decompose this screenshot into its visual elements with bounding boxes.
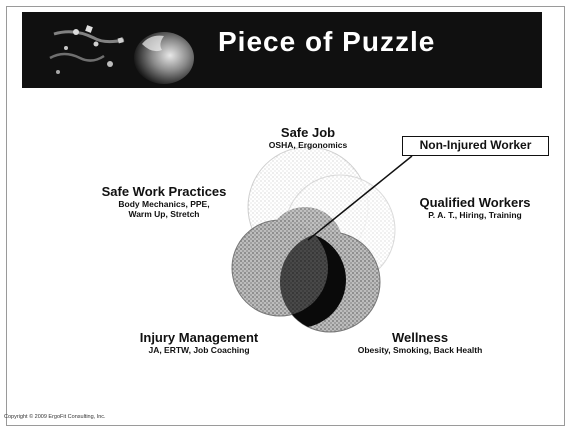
- label-wellness-sub: Obesity, Smoking, Back Health: [357, 345, 483, 355]
- label-safe-job-heading: Safe Job: [280, 125, 336, 140]
- label-safe-job-sub: OSHA, Ergonomics: [268, 140, 348, 150]
- label-swp-sub-2: Warm Up, Stretch: [128, 209, 200, 219]
- title-banner: Piece of Puzzle: [22, 12, 542, 88]
- slide-title: Piece of Puzzle: [218, 26, 436, 57]
- label-wellness: Wellness Obesity, Smoking, Back Health: [330, 330, 510, 355]
- label-swp-sub-1: Body Mechanics, PPE,: [118, 199, 210, 209]
- label-safe-job: Safe Job OSHA, Ergonomics: [256, 125, 360, 150]
- label-wellness-heading: Wellness: [391, 330, 449, 345]
- label-qw-sub: P. A. T., Hiring, Training: [428, 210, 522, 220]
- label-im-sub: JA, ERTW, Job Coaching: [148, 345, 250, 355]
- label-swp-heading: Safe Work Practices: [101, 184, 227, 199]
- label-qualified-workers: Qualified Workers P. A. T., Hiring, Trai…: [410, 195, 540, 220]
- label-im-heading: Injury Management: [139, 330, 259, 345]
- label-safe-work-practices: Safe Work Practices Body Mechanics, PPE,…: [94, 184, 234, 219]
- copyright-footer: Copyright © 2009 ErgoFit Consulting, Inc…: [4, 414, 106, 420]
- callout-non-injured-worker: Non-Injured Worker: [402, 136, 549, 156]
- callout-leader-line: [307, 155, 413, 241]
- label-qw-heading: Qualified Workers: [419, 195, 531, 210]
- puzzle-globe-logo: [49, 25, 194, 84]
- label-injury-management: Injury Management JA, ERTW, Job Coaching: [134, 330, 264, 355]
